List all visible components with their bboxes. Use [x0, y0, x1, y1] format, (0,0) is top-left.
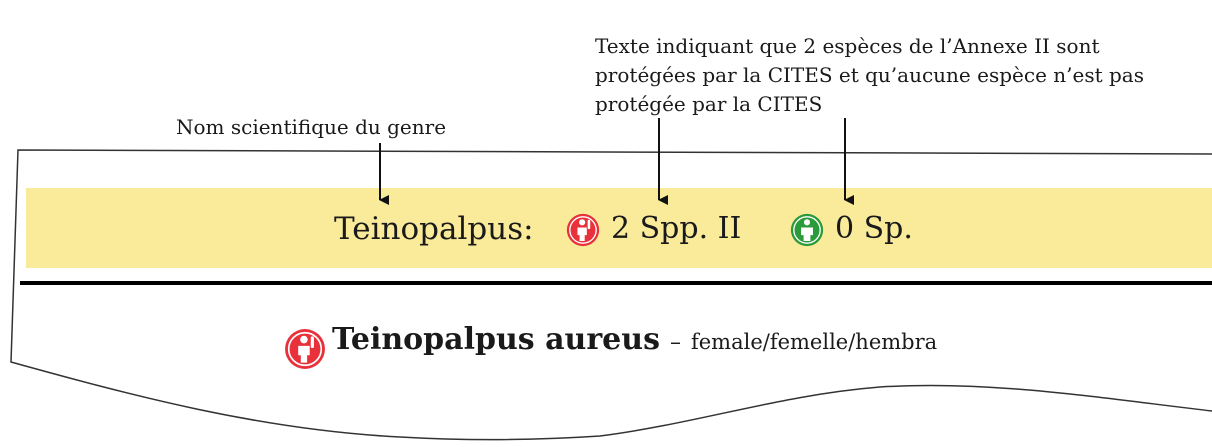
species-protected-icon — [285, 329, 325, 369]
genus-header: Teinopalpus: 2 Spp. II 0 Sp. — [0, 203, 1212, 255]
species-name: Teinopalpus aureus — [332, 322, 660, 357]
genus-annotation: Nom scientifique du genre — [176, 115, 447, 139]
cites-annotation: Texte indiquant que 2 espèces de l’Annex… — [595, 34, 1144, 116]
unprotected-count: 0 Sp. — [835, 211, 913, 246]
genus-name: Teinopalpus: — [334, 211, 534, 247]
protected-count: 2 Spp. II — [611, 211, 742, 246]
species-sex-label: female/femelle/hembra — [690, 330, 938, 354]
genus-band — [26, 188, 1212, 268]
species-entry: Teinopalpus aureus–female/femelle/hembra — [332, 322, 937, 357]
person-hand-raised-icon — [566, 213, 600, 247]
person-icon — [790, 213, 824, 247]
species-separator: – — [669, 330, 681, 355]
